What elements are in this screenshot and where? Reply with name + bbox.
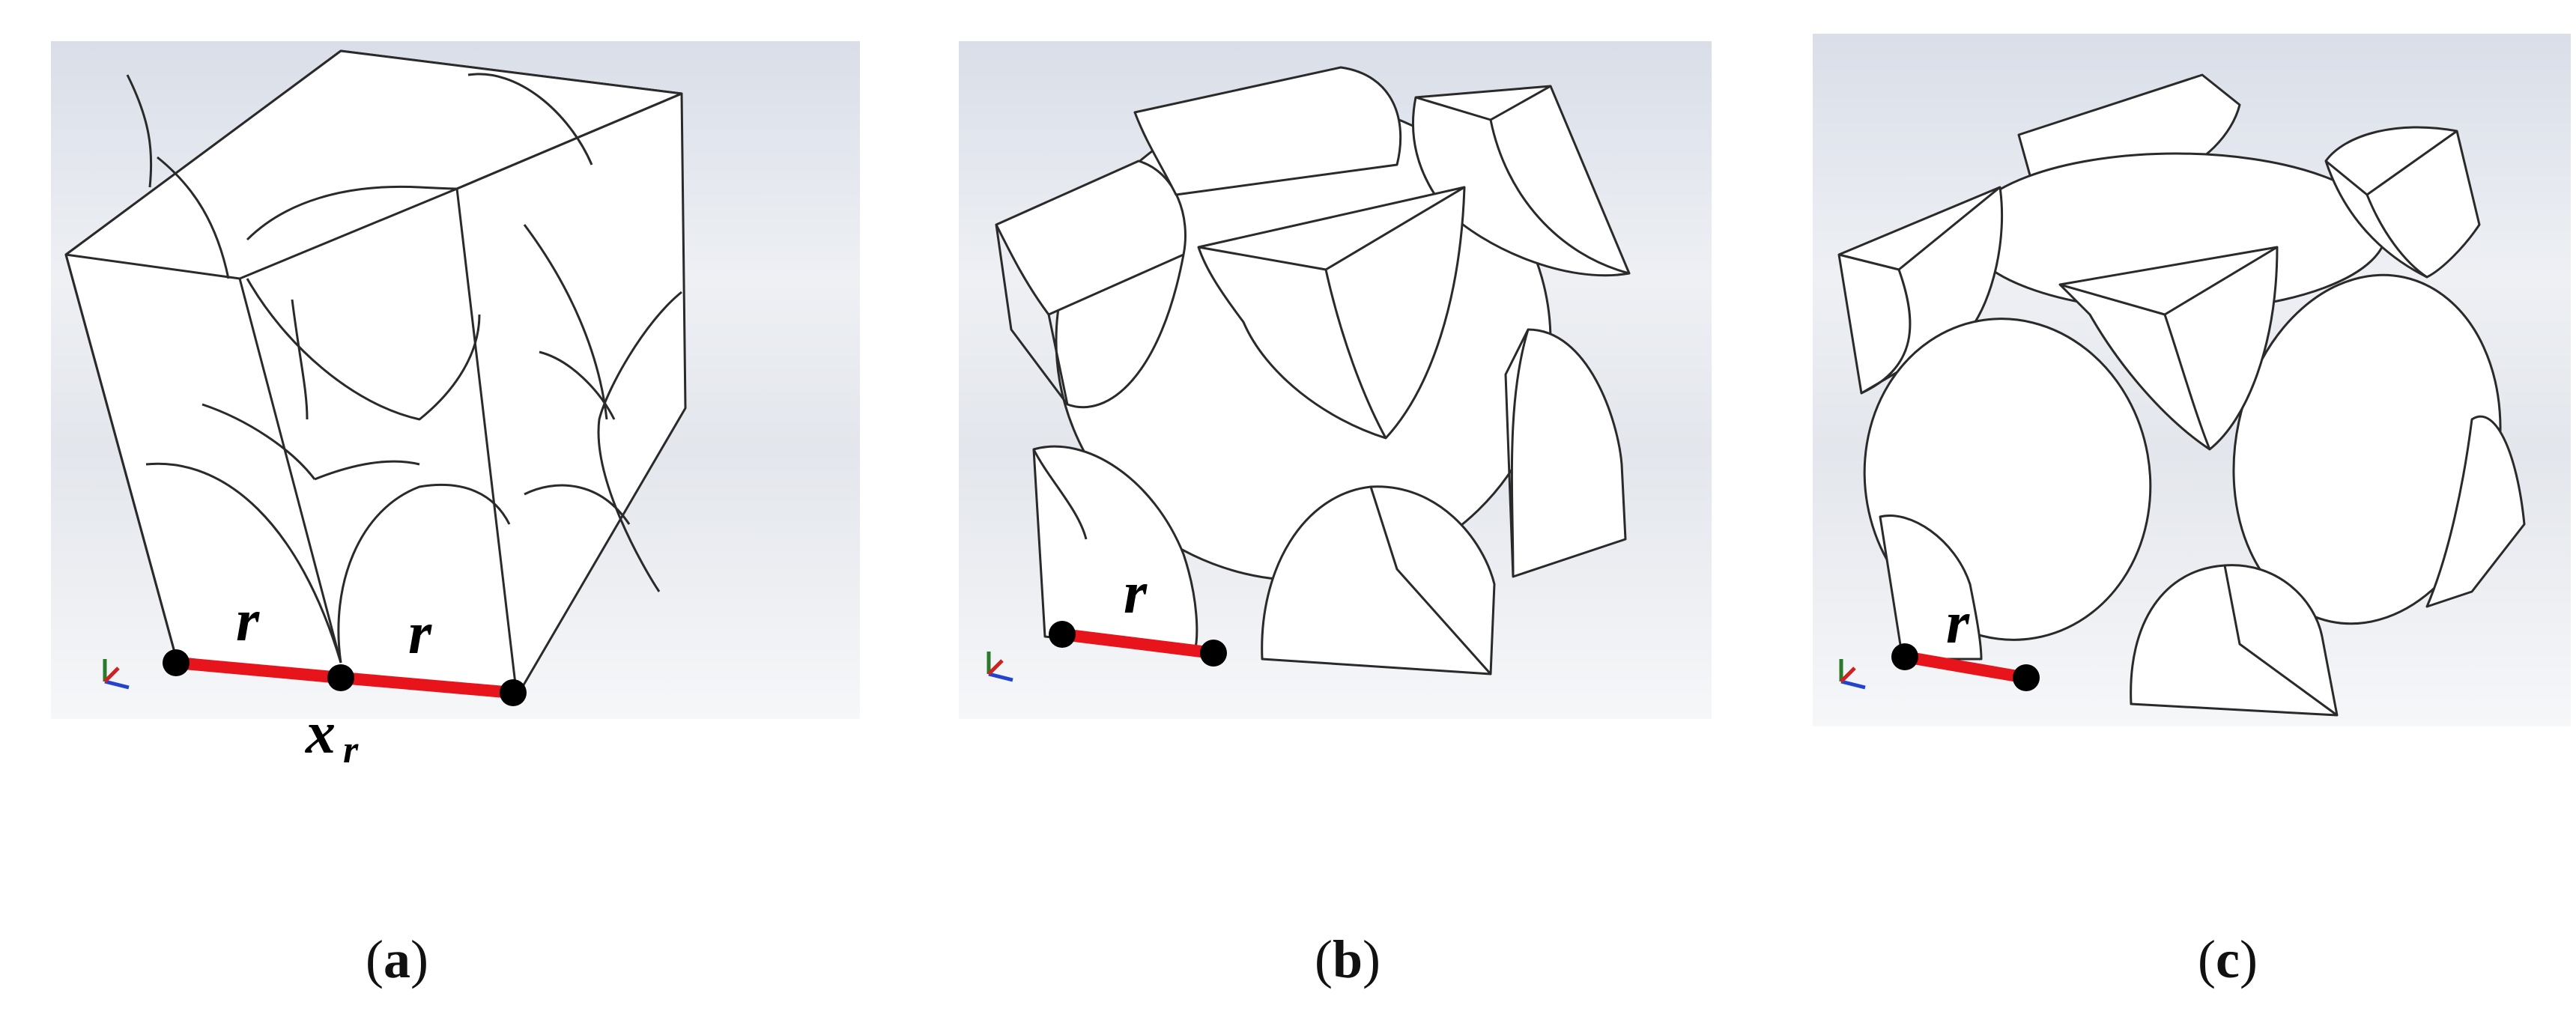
label-r: r — [1124, 560, 1148, 626]
panel-a: r r x r (a) — [0, 0, 861, 1017]
side-piece-edge — [1504, 329, 1530, 577]
caption-b-letter: b — [1332, 929, 1363, 989]
radius-segment-1 — [175, 657, 342, 684]
bottom-piece — [1261, 485, 1496, 676]
radius-segment-b — [1049, 621, 1227, 667]
front-edge — [238, 278, 342, 664]
sphere-arc — [467, 73, 593, 166]
caption-c-letter: c — [2215, 929, 2240, 989]
node-point — [1200, 640, 1227, 667]
sphere-arc — [337, 483, 511, 664]
radius-segments-a — [163, 649, 527, 706]
caption-a: (a) — [366, 929, 428, 989]
corner-piece-edge — [1861, 269, 1912, 395]
sphere-arc — [291, 299, 309, 420]
radius-segment-c — [1891, 643, 2040, 691]
corner-piece-edge — [1047, 254, 1185, 409]
side-piece — [2425, 415, 2526, 608]
top-piece — [1133, 66, 1402, 196]
label-r-1: r — [236, 588, 260, 654]
radius-segment — [1903, 651, 2028, 684]
right-edge — [455, 188, 518, 697]
corner-piece — [995, 160, 1187, 316]
sphere-arc — [523, 224, 608, 420]
corner-piece — [1879, 514, 1983, 661]
corner-piece — [2324, 126, 2481, 279]
node-point — [500, 679, 527, 706]
front-face-piece — [1197, 186, 1466, 440]
front-face-piece-edge — [1324, 269, 1387, 439]
front-face-piece-edge — [2163, 314, 2211, 450]
axis-triad-icon — [103, 659, 130, 690]
panel-b: r (b) — [861, 0, 1723, 1017]
axis-triad-icon — [1839, 659, 1866, 690]
panel-c: r (c) — [1723, 0, 2576, 1017]
label-r: r — [1946, 590, 1970, 656]
panel-b-figure: r — [959, 41, 1712, 719]
corner-piece — [1032, 445, 1198, 653]
label-r-2: r — [408, 601, 432, 667]
caption-c: (c) — [2198, 929, 2258, 989]
corner-piece-edge — [1032, 449, 1088, 540]
sphere-arc — [524, 484, 631, 525]
node-point — [163, 649, 190, 676]
sphere-arc — [539, 350, 616, 420]
sphere-arc — [201, 403, 316, 480]
fcc-spheres-c — [1837, 73, 2526, 717]
sphere-arc — [126, 74, 153, 188]
corner-piece-edge — [1489, 119, 1630, 275]
sphere-arc — [157, 156, 230, 279]
axis-triad-icon — [987, 652, 1013, 682]
sphere-arc — [246, 185, 458, 241]
caption-a-letter: a — [383, 929, 410, 989]
corner-piece-edge — [2366, 194, 2428, 279]
radius-segment-2 — [340, 672, 514, 699]
node-point — [2013, 664, 2040, 691]
panel-c-figure: r — [1813, 34, 2571, 726]
sphere-arc — [597, 291, 682, 592]
node-point — [1049, 621, 1076, 648]
corner-piece-edge — [995, 224, 1069, 405]
bottom-piece-edge — [2223, 565, 2338, 717]
radius-segment — [1061, 628, 1214, 659]
node-point — [1891, 643, 1918, 670]
caption-b: (b) — [1315, 929, 1381, 989]
label-x-subscript: r — [343, 729, 359, 771]
top-right-edge — [456, 92, 682, 190]
bottom-piece-edge — [1369, 486, 1492, 675]
label-x: x — [305, 700, 336, 766]
left-edge — [64, 254, 178, 658]
sphere-arc — [314, 460, 420, 481]
sphere-arc — [145, 462, 342, 664]
node-point — [327, 664, 354, 691]
sphere-arc — [246, 278, 481, 421]
fcc-spheres-b — [995, 66, 1631, 676]
fcc-unit-cell-a — [64, 49, 687, 698]
panel-a-figure: r r x r — [51, 41, 860, 771]
